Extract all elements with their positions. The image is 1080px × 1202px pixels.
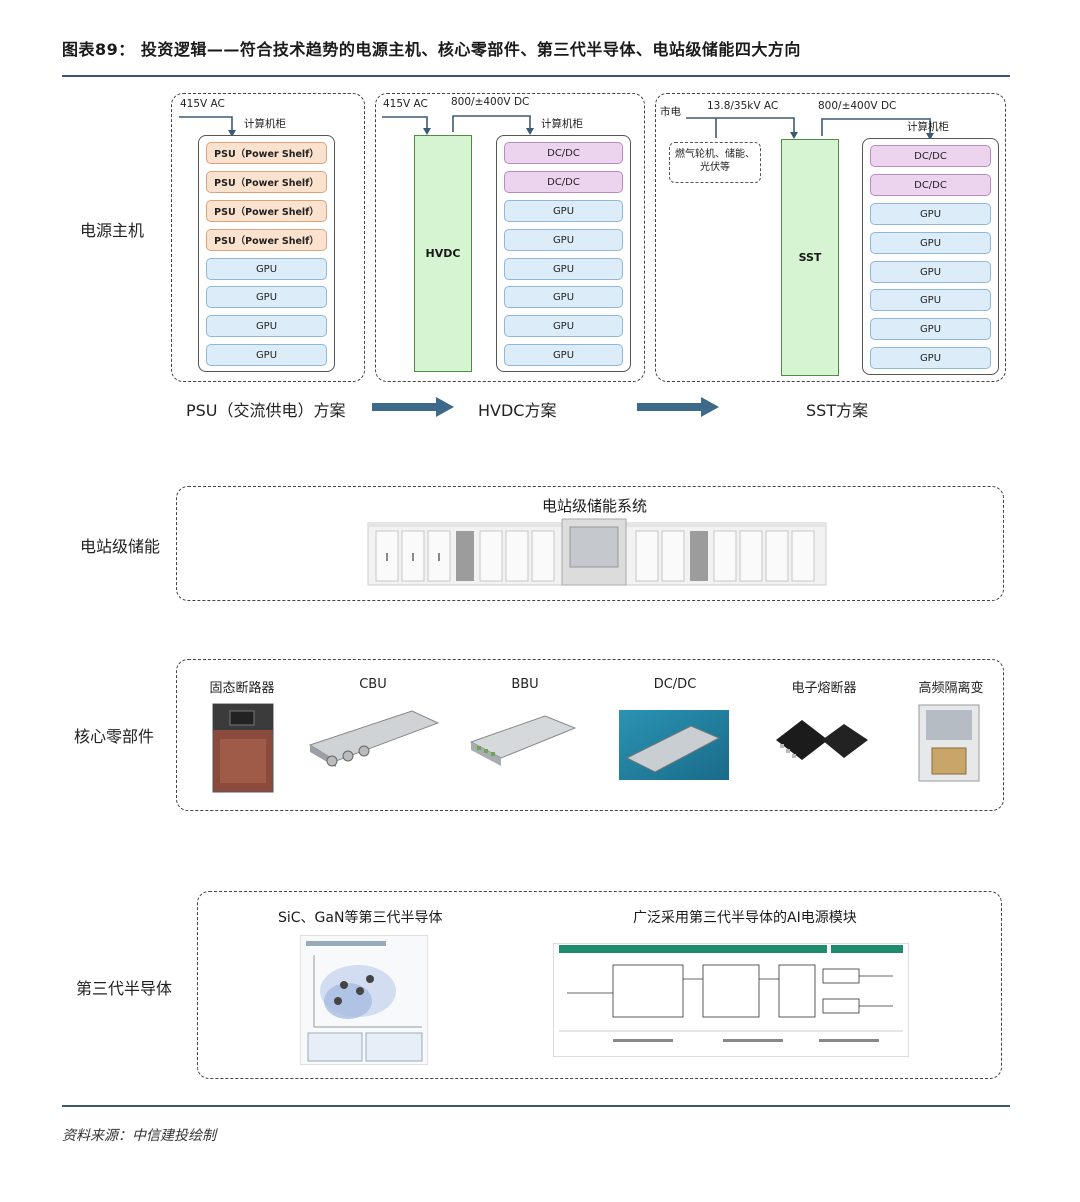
- dcdc-slot: DC/DC: [504, 171, 623, 193]
- gpu-slot: GPU: [870, 232, 991, 254]
- part-label-solid-state-breaker: 固态断路器: [209, 681, 275, 696]
- sst-input-label: 13.8/35kV AC: [707, 100, 779, 112]
- sst-grid-label: 市电: [660, 106, 681, 118]
- gpu-slot: GPU: [870, 347, 991, 369]
- semi-right-title: 广泛采用第三代半导体的AI电源模块: [633, 910, 857, 926]
- row-label-storage: 电站级储能: [80, 537, 161, 556]
- row-label-components: 核心零部件: [74, 727, 155, 746]
- hf-transformer-image: [918, 704, 980, 782]
- gpu-slot: GPU: [870, 203, 991, 225]
- part-label-bbu: BBU: [511, 677, 539, 692]
- part-label-cbu: CBU: [359, 677, 387, 692]
- cbu-image: [308, 710, 440, 767]
- dcdc-slot: DC/DC: [870, 174, 991, 196]
- dcdc-slot: DC/DC: [504, 142, 623, 164]
- part-label-hf-transformer: 高频隔离变: [918, 681, 984, 696]
- solid-state-breaker-image: [212, 703, 274, 793]
- gpu-slot: GPU: [504, 200, 623, 222]
- gpu-slot: GPU: [504, 286, 623, 308]
- dcdc-image: [619, 710, 729, 780]
- bbu-image: [469, 715, 577, 766]
- part-label-dcdc: DC/DC: [653, 677, 697, 692]
- alt-sources-box: 燃气轮机、储能、光伏等: [669, 142, 761, 183]
- psu-shelf: PSU（Power Shelf）: [206, 229, 327, 251]
- psu-input-label: 415V AC: [180, 98, 225, 110]
- figure-title: 图表89： 投资逻辑——符合技术趋势的电源主机、核心零部件、第三代半导体、电站级…: [62, 40, 801, 59]
- sst-caption: SST方案: [806, 401, 869, 420]
- row-label-semiconductor: 第三代半导体: [76, 979, 173, 998]
- row-label-power-host: 电源主机: [80, 221, 145, 240]
- sst-wires: [686, 117, 934, 140]
- sst-cabinet-label: 计算机柜: [907, 121, 949, 133]
- storage-title: 电站级储能系统: [542, 497, 648, 515]
- storage-box: [176, 486, 1004, 601]
- gpu-slot: GPU: [206, 258, 327, 280]
- hvdc-caption: HVDC方案: [478, 401, 557, 420]
- psu-caption: PSU（交流供电）方案: [186, 401, 346, 420]
- sst-cabinet: DC/DC DC/DC GPU GPU GPU GPU GPU GPU: [862, 138, 999, 375]
- semi-left-title: SiC、GaN等第三代半导体: [278, 910, 443, 926]
- title-rule: [62, 75, 1010, 77]
- storage-system-image: [367, 518, 827, 586]
- psu-cabinet: PSU（Power Shelf） PSU（Power Shelf） PSU（Po…: [198, 135, 335, 372]
- sic-gan-chart-image: [300, 935, 428, 1065]
- gpu-slot: GPU: [504, 315, 623, 337]
- gpu-slot: GPU: [206, 286, 327, 308]
- sst-block: SST: [781, 139, 839, 376]
- gpu-slot: GPU: [870, 261, 991, 283]
- gpu-slot: GPU: [504, 344, 623, 366]
- hvdc-cabinet: DC/DC DC/DC GPU GPU GPU GPU GPU GPU: [496, 135, 631, 372]
- hvdc-scheme-box: [375, 93, 645, 382]
- gpu-slot: GPU: [504, 258, 623, 280]
- hvdc-block: HVDC: [414, 135, 472, 372]
- sst-bus-label: 800/±400V DC: [818, 100, 897, 112]
- semiconductor-box: [197, 891, 1002, 1079]
- footer-rule: [62, 1105, 1010, 1107]
- alt-sources-label: 燃气轮机、储能、光伏等: [675, 149, 755, 173]
- part-label-efuse: 电子熔断器: [791, 681, 857, 696]
- psu-shelf: PSU（Power Shelf）: [206, 171, 327, 193]
- psu-cabinet-label: 计算机柜: [244, 118, 286, 130]
- gpu-slot: GPU: [206, 344, 327, 366]
- flow-arrow-1: [372, 397, 454, 417]
- hvdc-cabinet-label: 计算机柜: [541, 118, 583, 130]
- hvdc-bus-label: 800/±400V DC: [451, 96, 530, 108]
- gpu-slot: GPU: [504, 229, 623, 251]
- sst-scheme-box: [655, 93, 1006, 382]
- flow-arrow-2: [637, 397, 719, 417]
- ai-power-module-image: [553, 943, 909, 1057]
- components-box: [176, 659, 1004, 811]
- efuse-image: [776, 720, 868, 760]
- gpu-slot: GPU: [870, 289, 991, 311]
- hvdc-input-label: 415V AC: [383, 98, 428, 110]
- hvdc-wires: [382, 115, 534, 135]
- gpu-slot: GPU: [206, 315, 327, 337]
- psu-shelf: PSU（Power Shelf）: [206, 142, 327, 164]
- dcdc-slot: DC/DC: [870, 145, 991, 167]
- psu-shelf: PSU（Power Shelf）: [206, 200, 327, 222]
- gpu-slot: GPU: [870, 318, 991, 340]
- psu-input-wire: [179, 116, 236, 137]
- psu-scheme-box: [171, 93, 365, 382]
- source-note: 资料来源：中信建投绘制: [62, 1128, 216, 1144]
